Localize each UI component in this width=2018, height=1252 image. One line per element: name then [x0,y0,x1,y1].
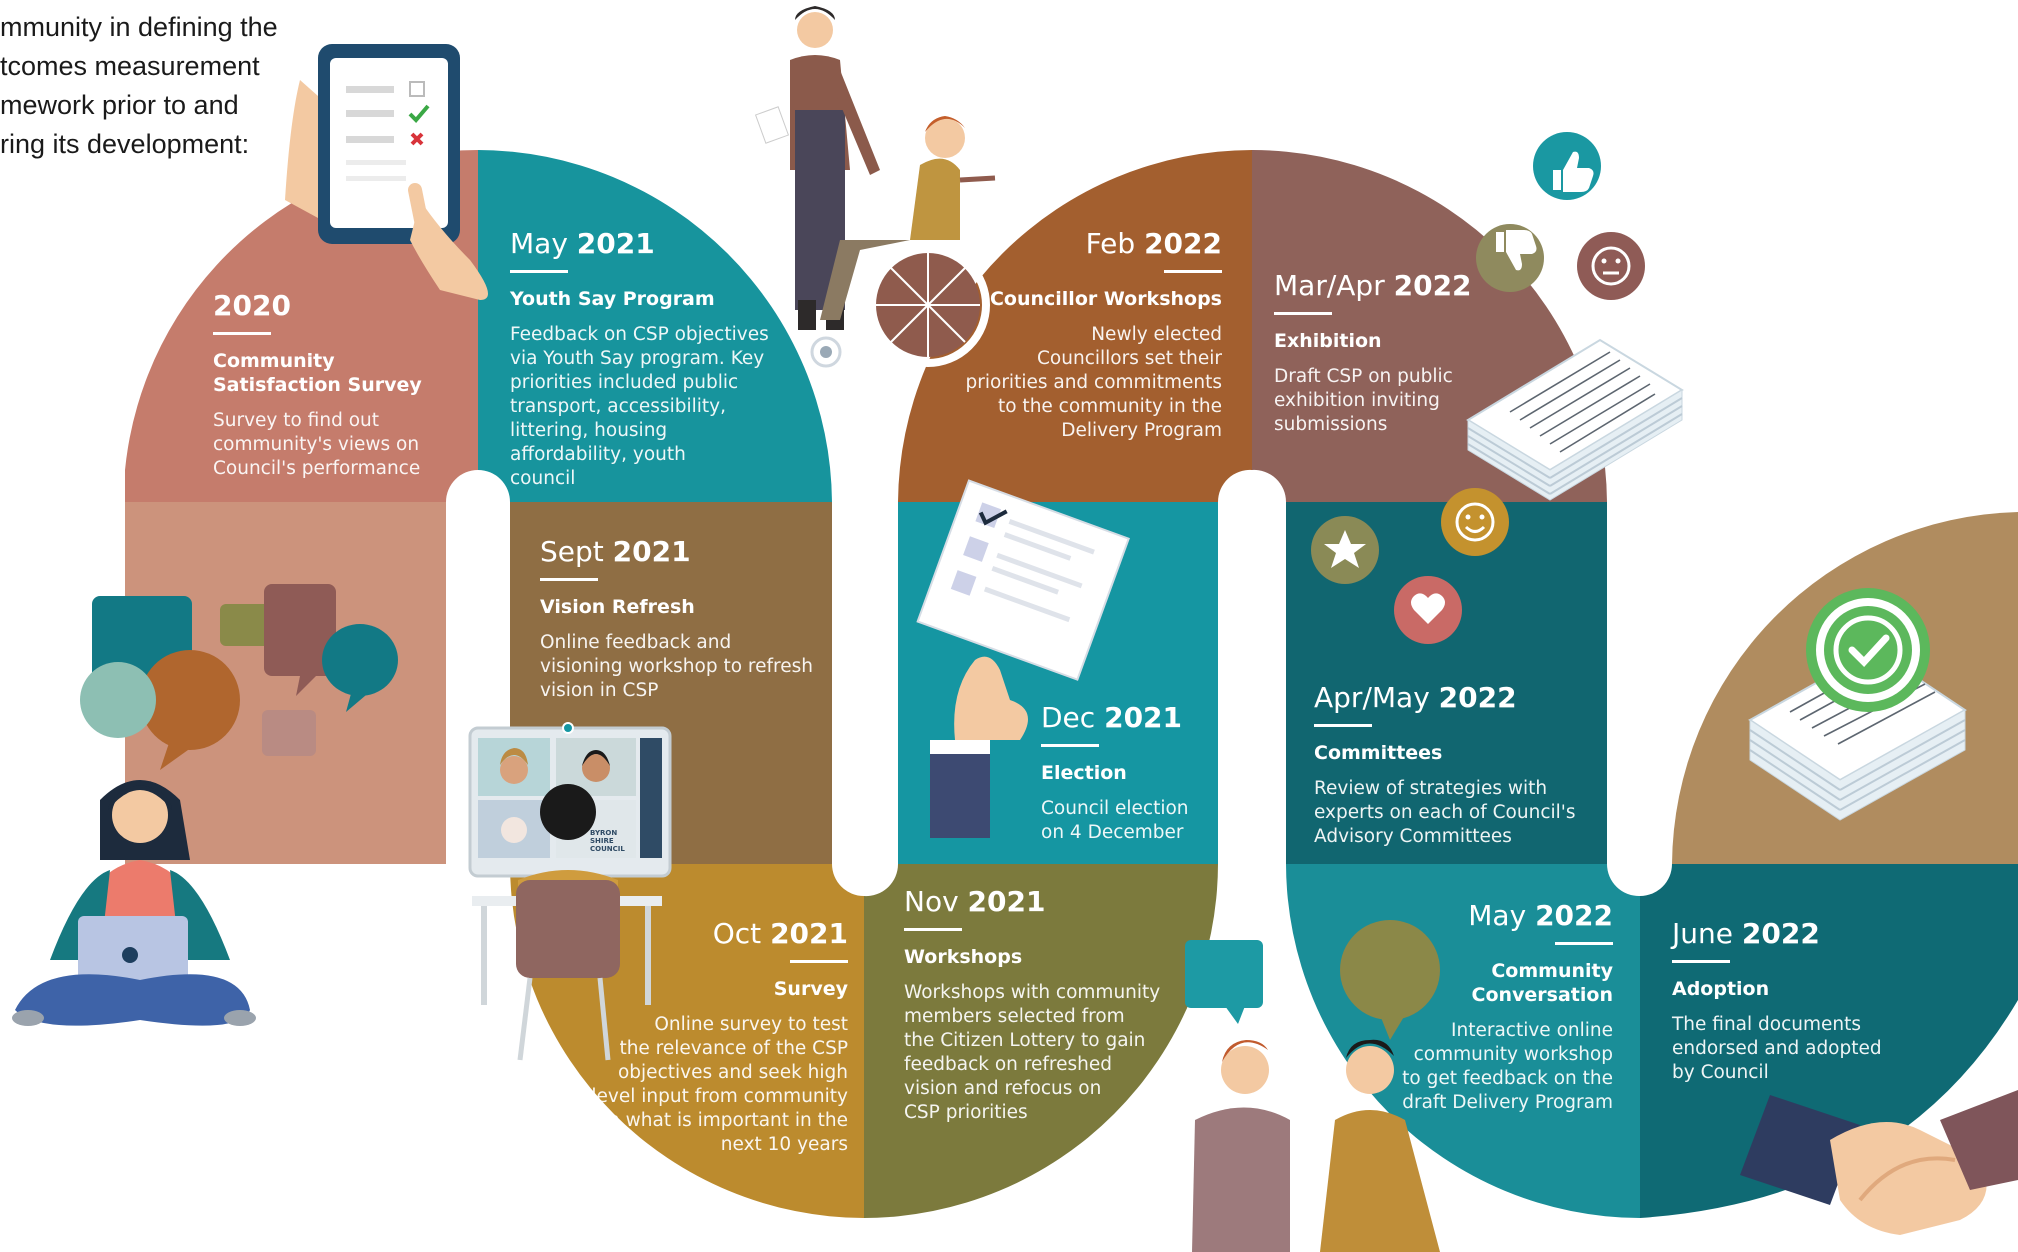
milestone-description: Online feedback and visioning workshop t… [540,632,813,701]
speech-bubbles-illustration [80,584,398,770]
divider [510,270,568,273]
intro-paragraph: mmunity in defining the tcomes measureme… [0,12,278,159]
approval-badge-illustration [1748,588,1967,821]
milestone-title: Election [1041,762,1127,784]
milestone-description: Online survey to test the relevance of t… [591,1014,848,1155]
milestone-date: June 2022 [1672,917,1820,950]
milestone-description: Council election on 4 December [1041,798,1189,843]
band-nov-2021 [864,864,1218,1218]
milestone-oct-2021: Oct 2021 Survey Online survey to test th… [591,916,848,1157]
milestone-description: The final documents endorsed and adopted… [1672,1014,1882,1083]
milestone-feb-2022: Feb 2022 Councillor Workshops Newly elec… [966,226,1222,443]
milestone-may-2021: May 2021 Youth Say Program Feedback on C… [510,226,769,491]
milestone-date: May 2021 [510,227,655,260]
screen-logo-line-1: BYRON [590,829,617,837]
milestone-description: Survey to find out community's views on … [213,410,421,479]
milestone-description: Review of strategies with experts on eac… [1314,778,1576,847]
milestone-title: Survey [773,978,848,1000]
milestone-date: Sept 2021 [540,535,691,568]
band-feb-2022 [898,150,1252,502]
milestone-description: Workshops with community members selecte… [904,982,1161,1123]
milestone-title: Councillor Workshops [989,288,1222,310]
screen-logo-line-3: COUNCIL [590,845,625,853]
milestone-dec-2021: Dec 2021 Election Council election on 4 … [1041,700,1189,845]
milestone-apr-may-2022: Apr/May 2022 Committees Review of strate… [1314,680,1576,849]
divider [1041,744,1099,747]
divider [1555,942,1613,945]
screen-logo-line-2: SHIRE [590,837,614,845]
milestone-date: Apr/May 2022 [1314,681,1517,714]
milestone-title: Youth Say Program [510,288,715,310]
divider [1274,312,1332,315]
divider [540,578,598,581]
divider [1164,270,1222,273]
band-june-2022 [1640,864,2018,1218]
document-stack-illustration [1466,338,1684,501]
milestone-title: Adoption [1672,978,1770,1000]
milestone-may-2022: May 2022 Community Conversation Interact… [1402,898,1613,1115]
milestone-date: 2020 [213,289,291,322]
handshake-illustration [1740,1090,2018,1235]
milestone-2020: 2020 Community Satisfaction Survey Surve… [213,288,422,481]
divider [790,960,848,963]
people-wheelchair-illustration [754,6,996,368]
milestone-sept-2021: Sept 2021 Vision Refresh Online feedback… [540,534,813,703]
milestone-title: Workshops [904,946,1023,968]
milestone-title: Committees [1314,742,1443,764]
woman-laptop-illustration [12,780,256,1026]
svg-text:BYRON SHIRE COUNCI: BYRON SHIRE COUNCIL [590,829,625,853]
band-may-2021 [478,150,832,502]
reaction-icons [1311,132,1645,644]
milestone-description: Draft CSP on public exhibition inviting … [1274,366,1453,435]
smiley-face-icon [1441,488,1509,556]
milestone-title: Vision Refresh [540,596,695,618]
milestone-date: Nov 2021 [904,885,1046,918]
tablet-checklist-illustration [285,44,488,300]
milestone-mar-apr-2022: Mar/Apr 2022 Exhibition Draft CSP on pub… [1274,268,1472,437]
video-call-illustration: BYRON SHIRE COUNCIL [468,722,672,1061]
milestone-title: Community Conversation [1471,960,1613,1006]
milestone-date: May 2022 [1468,899,1613,932]
divider [1672,960,1730,963]
milestone-june-2022: June 2022 Adoption The final documents e… [1672,916,1882,1085]
milestone-date: Mar/Apr 2022 [1274,269,1472,302]
milestone-description: Interactive online community workshop to… [1402,1020,1613,1113]
neutral-face-icon [1577,232,1645,300]
milestone-description: Newly elected Councillors set their prio… [965,324,1222,441]
ballot-hand-illustration [916,479,1130,838]
milestone-title: Community Satisfaction Survey [213,350,422,396]
milestone-title: Exhibition [1274,330,1382,352]
milestone-nov-2021: Nov 2021 Workshops Workshops with commun… [904,884,1160,1125]
conversation-people-illustration [1185,920,1440,1252]
divider [213,332,271,335]
divider [904,928,962,931]
divider [1314,724,1372,727]
milestone-date: Oct 2021 [712,917,848,950]
milestone-date: Feb 2022 [1085,227,1222,260]
milestone-description: Feedback on CSP objectives via Youth Say… [510,324,769,489]
milestone-date: Dec 2021 [1041,701,1183,734]
